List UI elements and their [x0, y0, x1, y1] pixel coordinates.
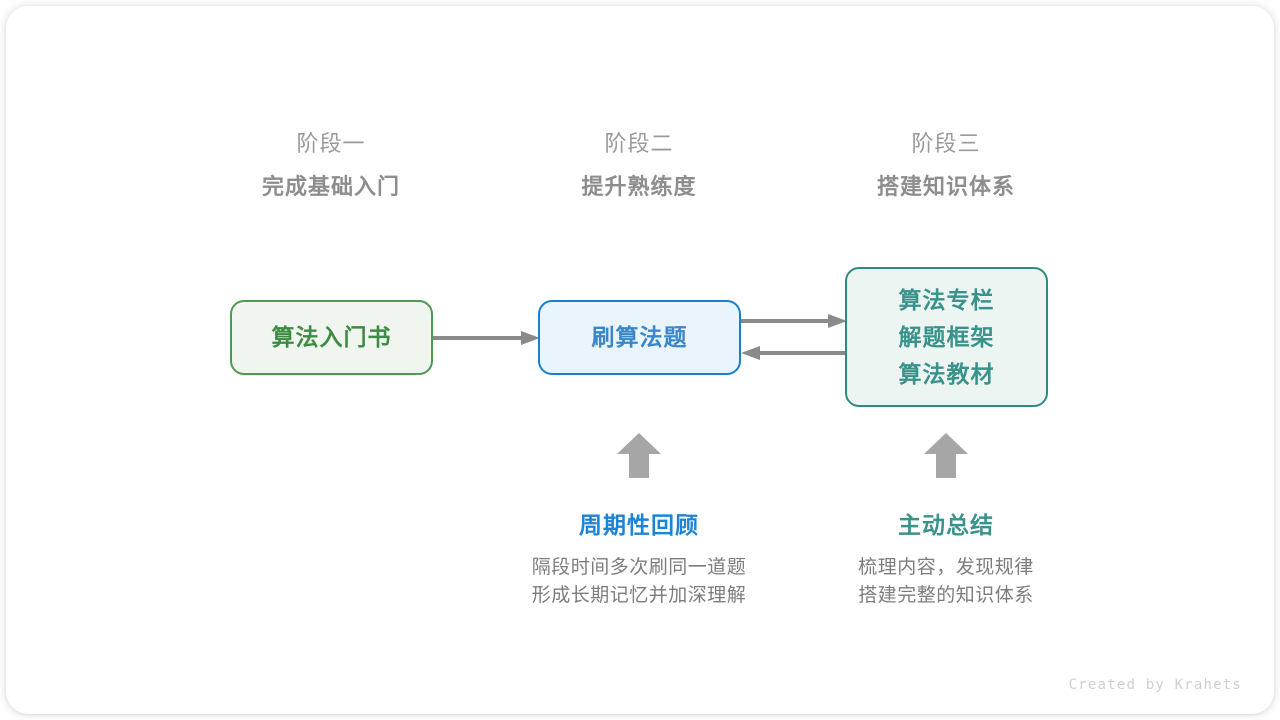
annotation-review-title: 周期性回顾 [579, 512, 699, 538]
node-book[interactable]: 算法入门书 [230, 300, 433, 375]
node-book-line-1: 算法入门书 [271, 324, 392, 350]
stage-title-1: 完成基础入门 [261, 174, 400, 199]
node-system[interactable]: 算法专栏 解题框架 算法教材 [845, 267, 1048, 407]
annotation-summary-desc-line-1: 梳理内容，发现规律 [858, 557, 1034, 578]
node-practice[interactable]: 刷算法题 [538, 300, 741, 375]
connector-system-to-practice [741, 346, 847, 360]
connector-book-to-practice [433, 331, 540, 345]
annotation-review-desc-line-2: 形成长期记忆并加深理解 [531, 585, 747, 606]
annotation-review: 周期性回顾 隔段时间多次刷同一道题 形成长期记忆并加深理解 [489, 509, 789, 610]
up-arrow-icon-review [617, 433, 661, 478]
annotation-summary: 主动总结 梳理内容，发现规律 搭建完整的知识体系 [796, 509, 1096, 610]
stage-header-2: 阶段二 提升熟练度 [509, 129, 769, 203]
stage-kicker-2: 阶段二 [604, 131, 674, 156]
stage-header-3: 阶段三 搭建知识体系 [816, 129, 1076, 203]
stage-kicker-3: 阶段三 [911, 131, 981, 156]
stage-title-2: 提升熟练度 [581, 174, 697, 199]
stage-header-1: 阶段一 完成基础入门 [201, 129, 461, 203]
connector-practice-to-system [741, 314, 847, 328]
annotation-review-desc-line-1: 隔段时间多次刷同一道题 [531, 557, 747, 578]
annotation-summary-desc-line-2: 搭建完整的知识体系 [858, 585, 1034, 606]
node-practice-line-1: 刷算法题 [591, 324, 688, 350]
up-arrow-icon-summary [924, 433, 968, 478]
credit-text: Created by Krahets [1068, 677, 1242, 693]
stage-kicker-1: 阶段一 [296, 131, 366, 156]
stage-title-3: 搭建知识体系 [876, 174, 1015, 199]
node-system-line-3: 算法教材 [898, 360, 995, 387]
annotation-summary-title: 主动总结 [898, 512, 994, 538]
node-system-line-1: 算法专栏 [898, 286, 995, 313]
node-system-line-2: 解题框架 [898, 323, 995, 350]
